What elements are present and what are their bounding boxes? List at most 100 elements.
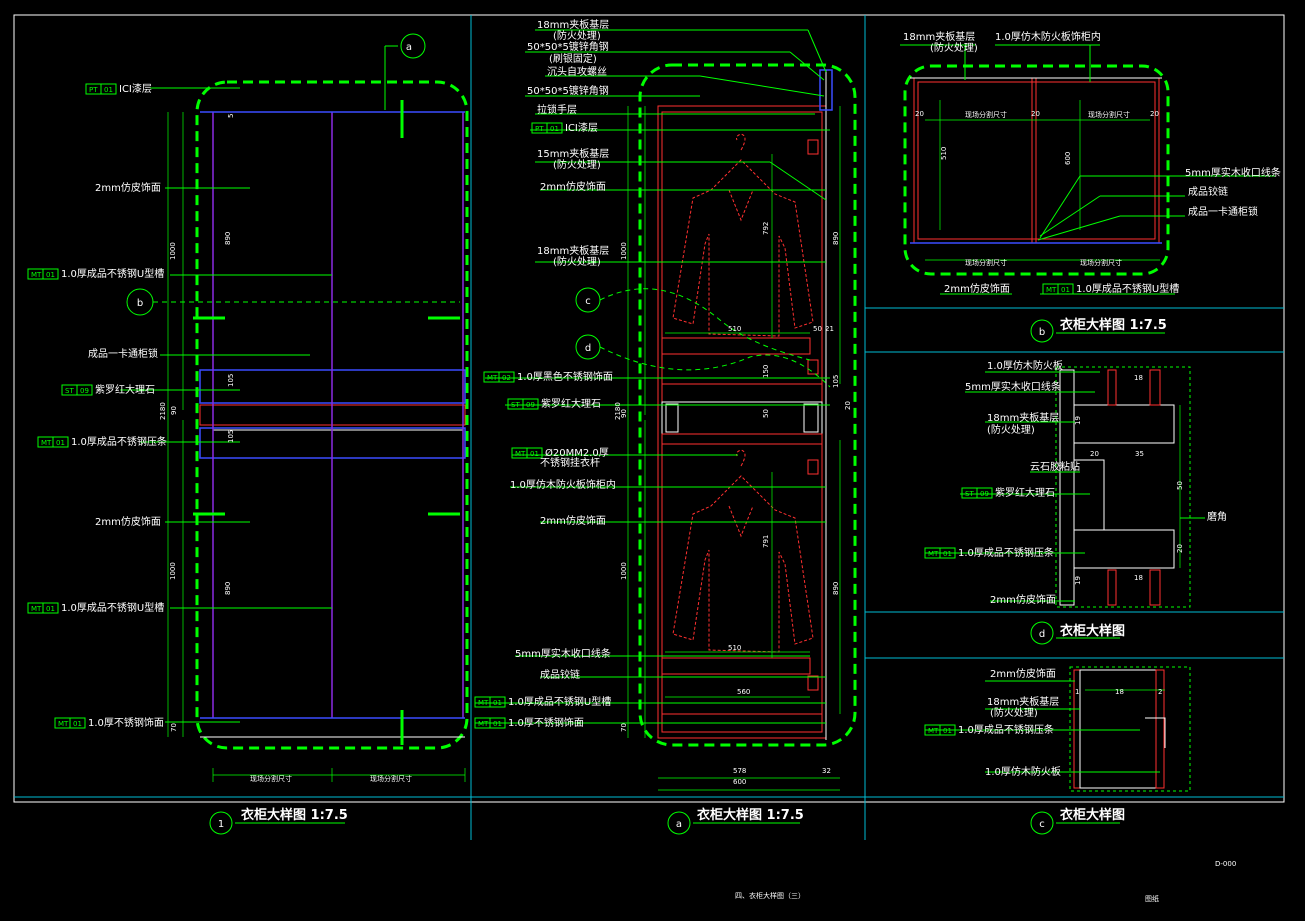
mid-marker-label: a (676, 819, 682, 830)
detail-d-dim: 19 (1074, 416, 1082, 425)
mid-callout: 50*50*5镀锌角钢 (527, 40, 609, 53)
mid-callout: 沉头自攻螺丝 (547, 65, 607, 78)
mid-dim: 890 (832, 582, 840, 595)
left-dim: 105 (227, 430, 235, 443)
material-tag: MT (478, 720, 489, 728)
mid-dim: 2180 (614, 402, 622, 420)
left-callout: 2mm仿皮饰面 (95, 181, 161, 194)
left-detail-boundary (195, 80, 469, 750)
material-code: 01 (530, 450, 539, 458)
side-marker-label: b (137, 298, 143, 309)
mid-callout: 1.0厚不锈钢饰面 (508, 716, 584, 729)
detail-c-callout: (防火处理) (990, 706, 1038, 719)
material-tag: MT (58, 720, 69, 728)
material-code: 01 (56, 439, 65, 447)
title-marker-tr (1030, 319, 1054, 343)
material-tag: ST (65, 387, 74, 395)
mid-dim: 510 (728, 325, 741, 333)
detail-d-callout: 1.0厚成品不锈钢压条 (958, 546, 1054, 559)
title-marker-mr (1030, 621, 1054, 645)
plan-title: 衣柜大样图 1:7.5 (1060, 317, 1167, 333)
plan-callout: (防火处理) (930, 41, 978, 54)
mid-callout: ICI漆层 (565, 121, 598, 134)
material-code: 01 (493, 699, 502, 707)
sheet-number: D-000 (1215, 860, 1236, 868)
mid-dim: 792 (762, 222, 770, 235)
plan-dim: 510 (940, 147, 948, 160)
mid-callout: 5mm厚实木收口线条 (515, 647, 611, 660)
material-tag: MT (41, 439, 52, 447)
mid-callout: 拉锁手层 (537, 103, 577, 116)
detail-d-dim: 19 (1074, 576, 1082, 585)
marble-shelf (661, 401, 823, 435)
material-code: 01 (73, 720, 82, 728)
mid-dim: 50 (762, 409, 770, 418)
coat-lower (672, 449, 814, 653)
plan-callout: 1.0厚仿木防火板饰柜内 (995, 30, 1101, 43)
material-code: 09 (526, 401, 535, 409)
material-code: 01 (493, 720, 502, 728)
detail-c (925, 666, 1191, 792)
mid-marker-c: c (585, 296, 591, 307)
mid-callout: 不锈钢挂衣杆 (540, 456, 600, 469)
upper-door-panel (212, 111, 464, 371)
detail-c-callout: 1.0厚仿木防火板 (985, 765, 1061, 778)
left-bottom-dim: 现场分割尺寸 (370, 774, 412, 783)
left-callout: 2mm仿皮饰面 (95, 515, 161, 528)
material-code: 01 (46, 605, 55, 613)
title-marker-left (209, 811, 233, 835)
left-dim: 1000 (169, 562, 177, 580)
left-callout: 紫罗红大理石 (95, 383, 155, 396)
detail-d-callout: 2mm仿皮饰面 (990, 593, 1056, 606)
mid-callout: 15mm夹板基层 (537, 147, 609, 160)
left-dim: 70 (170, 723, 178, 732)
left-callout: 1.0厚成品不锈钢压条 (71, 435, 167, 448)
detail-d-callout: 1.0厚仿木防火板 (987, 359, 1063, 372)
material-tag: MT (478, 699, 489, 707)
left-callout: 1.0厚成品不锈钢U型槽 (61, 601, 164, 614)
detail-c-dim: 18 (1115, 688, 1124, 696)
mid-dim: 578 (733, 767, 746, 775)
material-tag: MT (515, 450, 526, 458)
mid-dim: 1000 (620, 562, 628, 580)
mid-dim: 1000 (620, 242, 628, 260)
left-dim: 105 (227, 374, 235, 387)
detail-c-dim: 1 (1075, 688, 1079, 696)
left-bottom-dim: 现场分割尺寸 (250, 774, 292, 783)
detail-c-callout: 18mm夹板基层 (987, 695, 1059, 708)
detail-d-dim: 18 (1134, 574, 1143, 582)
mid-callout: 紫罗红大理石 (541, 397, 601, 410)
mid-callout: 1.0厚成品不锈钢U型槽 (508, 695, 611, 708)
mid-callout: (刷银固定) (549, 52, 597, 65)
mid-callout: 1.0厚仿木防火板饰柜内 (510, 478, 616, 491)
plan-callout: 18mm夹板基层 (903, 30, 975, 43)
detail-d-callout: 5mm厚实木收口线条 (965, 380, 1061, 393)
material-tag: ST (965, 490, 974, 498)
material-code: 02 (502, 374, 511, 382)
plan-dim: 现场分割尺寸 (965, 258, 1007, 267)
material-code: 01 (1061, 286, 1070, 294)
plan-dim: 20 (915, 110, 924, 118)
title-marker-br (1030, 811, 1054, 835)
detail-d-dim: 50 (1176, 481, 1184, 490)
detail-d-marker: d (1039, 629, 1045, 640)
section-marker-label: a (406, 42, 412, 53)
mid-dim: 890 (832, 232, 840, 245)
left-callout: 1.0厚不锈钢饰面 (88, 716, 164, 729)
mid-callout: 2mm仿皮饰面 (540, 514, 606, 527)
left-callout: 1.0厚成品不锈钢U型槽 (61, 267, 164, 280)
left-dim: 890 (224, 582, 232, 595)
middle-section (475, 29, 857, 791)
material-code: 09 (80, 387, 89, 395)
mid-dim: 150 (762, 365, 770, 378)
plan-dim: 20 (1150, 110, 1159, 118)
plan-view (900, 44, 1275, 295)
material-tag: ST (511, 401, 520, 409)
plan-callout: 1.0厚成品不锈钢U型槽 (1076, 282, 1179, 295)
mid-dim: 90 (620, 409, 628, 418)
section-marker-a (400, 33, 426, 59)
left-dim: 2180 (159, 402, 167, 420)
plan-detail-boundary (903, 64, 1170, 276)
left-callout: ICI漆层 (119, 82, 152, 95)
lower-door-panel (212, 429, 464, 719)
